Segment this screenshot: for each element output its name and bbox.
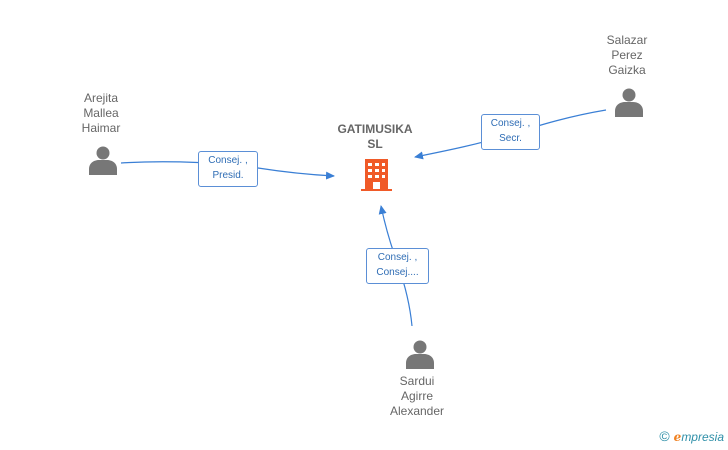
person-icon[interactable] xyxy=(89,146,117,176)
person-name-line: Sardui xyxy=(399,374,435,388)
copyright-icon: © xyxy=(659,428,670,444)
empresia-logo: ©empresia xyxy=(659,428,724,444)
relation-label-line: Secr. xyxy=(499,133,522,144)
person-name-arejita[interactable]: Arejita Mallea Haimar xyxy=(41,91,161,136)
relation-label-sardui[interactable]: Consej. , Consej.... xyxy=(366,248,429,284)
relation-label-line: Consej. , xyxy=(208,155,248,166)
person-name-line: Perez xyxy=(611,48,643,62)
building-icon[interactable] xyxy=(361,159,392,191)
person-name-line: Alexander xyxy=(389,404,445,418)
brand-initial: e xyxy=(673,430,682,444)
person-name-line: Salazar xyxy=(606,33,648,47)
person-icon[interactable] xyxy=(406,340,434,370)
relation-label-line: Presid. xyxy=(212,170,244,181)
person-name-salazar[interactable]: Salazar Perez Gaizka xyxy=(567,33,687,78)
person-name-line: Arejita xyxy=(83,91,118,105)
relation-label-line: Consej.... xyxy=(376,267,419,278)
person-name-line: Agirre xyxy=(400,389,433,403)
brand-name: mpresia xyxy=(681,430,724,444)
person-name-line: Haimar xyxy=(81,121,121,135)
person-name-line: Gaizka xyxy=(608,63,646,77)
person-name-line: Mallea xyxy=(83,106,119,120)
person-icon[interactable] xyxy=(615,88,643,118)
relation-label-salazar[interactable]: Consej. , Secr. xyxy=(481,114,540,150)
person-name-sardui[interactable]: Sardui Agirre Alexander xyxy=(357,374,477,419)
company-name-line: SL xyxy=(367,137,383,151)
relation-label-line: Consej. , xyxy=(377,252,418,263)
relation-label-line: Consej. , xyxy=(490,118,531,129)
company-name[interactable]: GATIMUSIKA SL xyxy=(315,122,435,152)
relation-label-arejita[interactable]: Consej. , Presid. xyxy=(198,151,258,187)
company-name-line: GATIMUSIKA xyxy=(337,122,413,136)
